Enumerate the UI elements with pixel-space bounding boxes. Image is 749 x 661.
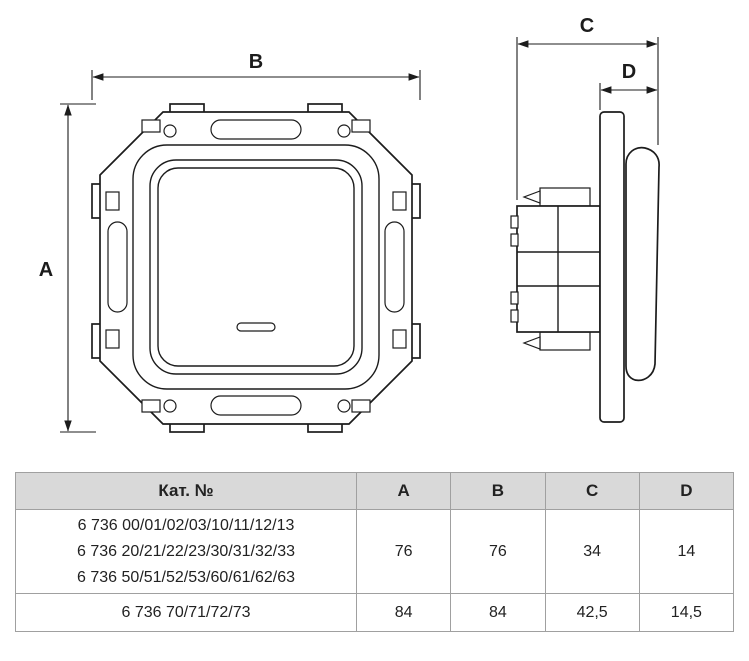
value-c: 42,5: [544, 593, 640, 632]
header-cat-no: Кат. №: [14, 472, 358, 510]
header-dim-b: B: [450, 472, 546, 510]
terminal-tooth-4: [510, 309, 519, 323]
claw-window-right-upper: [392, 191, 407, 211]
dimensions-table: Кат. № A B C D 6 736 00/01/02/03/10/11/1…: [14, 472, 735, 632]
side-view: [510, 111, 660, 423]
value-a: 84: [356, 593, 452, 632]
slot-bottom: [210, 395, 302, 416]
claw-window-top-right: [351, 119, 371, 133]
dimension-d: D: [599, 61, 658, 110]
value-c: 34: [544, 509, 640, 594]
cat-numbers-cell: 6 736 70/71/72/73: [14, 593, 358, 632]
front-view: [91, 103, 421, 433]
terminal-tooth-2: [510, 233, 519, 247]
slot-right: [384, 221, 405, 313]
dim-b-label: B: [249, 51, 263, 73]
side-claw-bottom: [539, 331, 591, 351]
dim-d-label: D: [622, 61, 636, 83]
claw-window-top-left: [141, 119, 161, 133]
dimension-c: C: [516, 15, 659, 200]
cat-line-3: 6 736 50/51/52/53/60/61/62/63: [77, 568, 296, 586]
header-dim-a: A: [356, 472, 452, 510]
rocker-outer: [149, 159, 363, 375]
side-claw-top: [539, 187, 591, 207]
dimension-b: B: [91, 51, 421, 100]
table-header-row: Кат. № A B C D: [14, 472, 735, 510]
dim-c-label: C: [580, 15, 594, 37]
claw-window-right-lower: [392, 329, 407, 349]
claw-window-left-lower: [105, 329, 120, 349]
cat-line-1: 6 736 70/71/72/73: [121, 603, 251, 621]
dimension-a: A: [39, 103, 96, 433]
dim-a-label: A: [39, 259, 53, 281]
frame-plate-profile: [599, 111, 625, 423]
rocker-profile: [625, 146, 660, 382]
table-row-standard: 6 736 00/01/02/03/10/11/12/13 6 736 20/2…: [14, 509, 735, 594]
cat-numbers-cell: 6 736 00/01/02/03/10/11/12/13 6 736 20/2…: [14, 509, 358, 594]
value-b: 84: [450, 593, 546, 632]
value-d: 14: [638, 509, 735, 594]
value-d: 14,5: [638, 593, 735, 632]
value-a: 76: [356, 509, 452, 594]
slot-top: [210, 119, 302, 140]
terminal-tooth-3: [510, 291, 519, 305]
rocker-inner: [157, 167, 355, 367]
technical-drawings: B A C D: [39, 15, 660, 433]
support-frame-outline: [99, 111, 413, 425]
screw-hole-top-right: [337, 124, 351, 138]
side-claw-top-tip: [522, 190, 541, 204]
screw-hole-bottom-right: [337, 399, 351, 413]
value-b: 76: [450, 509, 546, 594]
header-dim-c: C: [544, 472, 640, 510]
claw-window-left-upper: [105, 191, 120, 211]
header-dim-d: D: [638, 472, 735, 510]
cat-line-1: 6 736 00/01/02/03/10/11/12/13: [77, 516, 295, 534]
table-row-large: 6 736 70/71/72/73 84 84 42,5 14,5: [14, 593, 735, 632]
screw-hole-top-left: [163, 124, 177, 138]
screw-hole-bottom-left: [163, 399, 177, 413]
claw-window-bottom-right: [351, 399, 371, 413]
indicator-lens: [236, 322, 276, 332]
slot-left: [107, 221, 128, 313]
terminal-tooth-1: [510, 215, 519, 229]
cat-line-2: 6 736 20/21/22/23/30/31/32/33: [77, 542, 296, 560]
frame-inner-opening: [132, 144, 380, 390]
side-claw-bottom-tip: [522, 336, 541, 350]
claw-window-bottom-left: [141, 399, 161, 413]
dimension-drawing: B A C D: [39, 15, 660, 433]
